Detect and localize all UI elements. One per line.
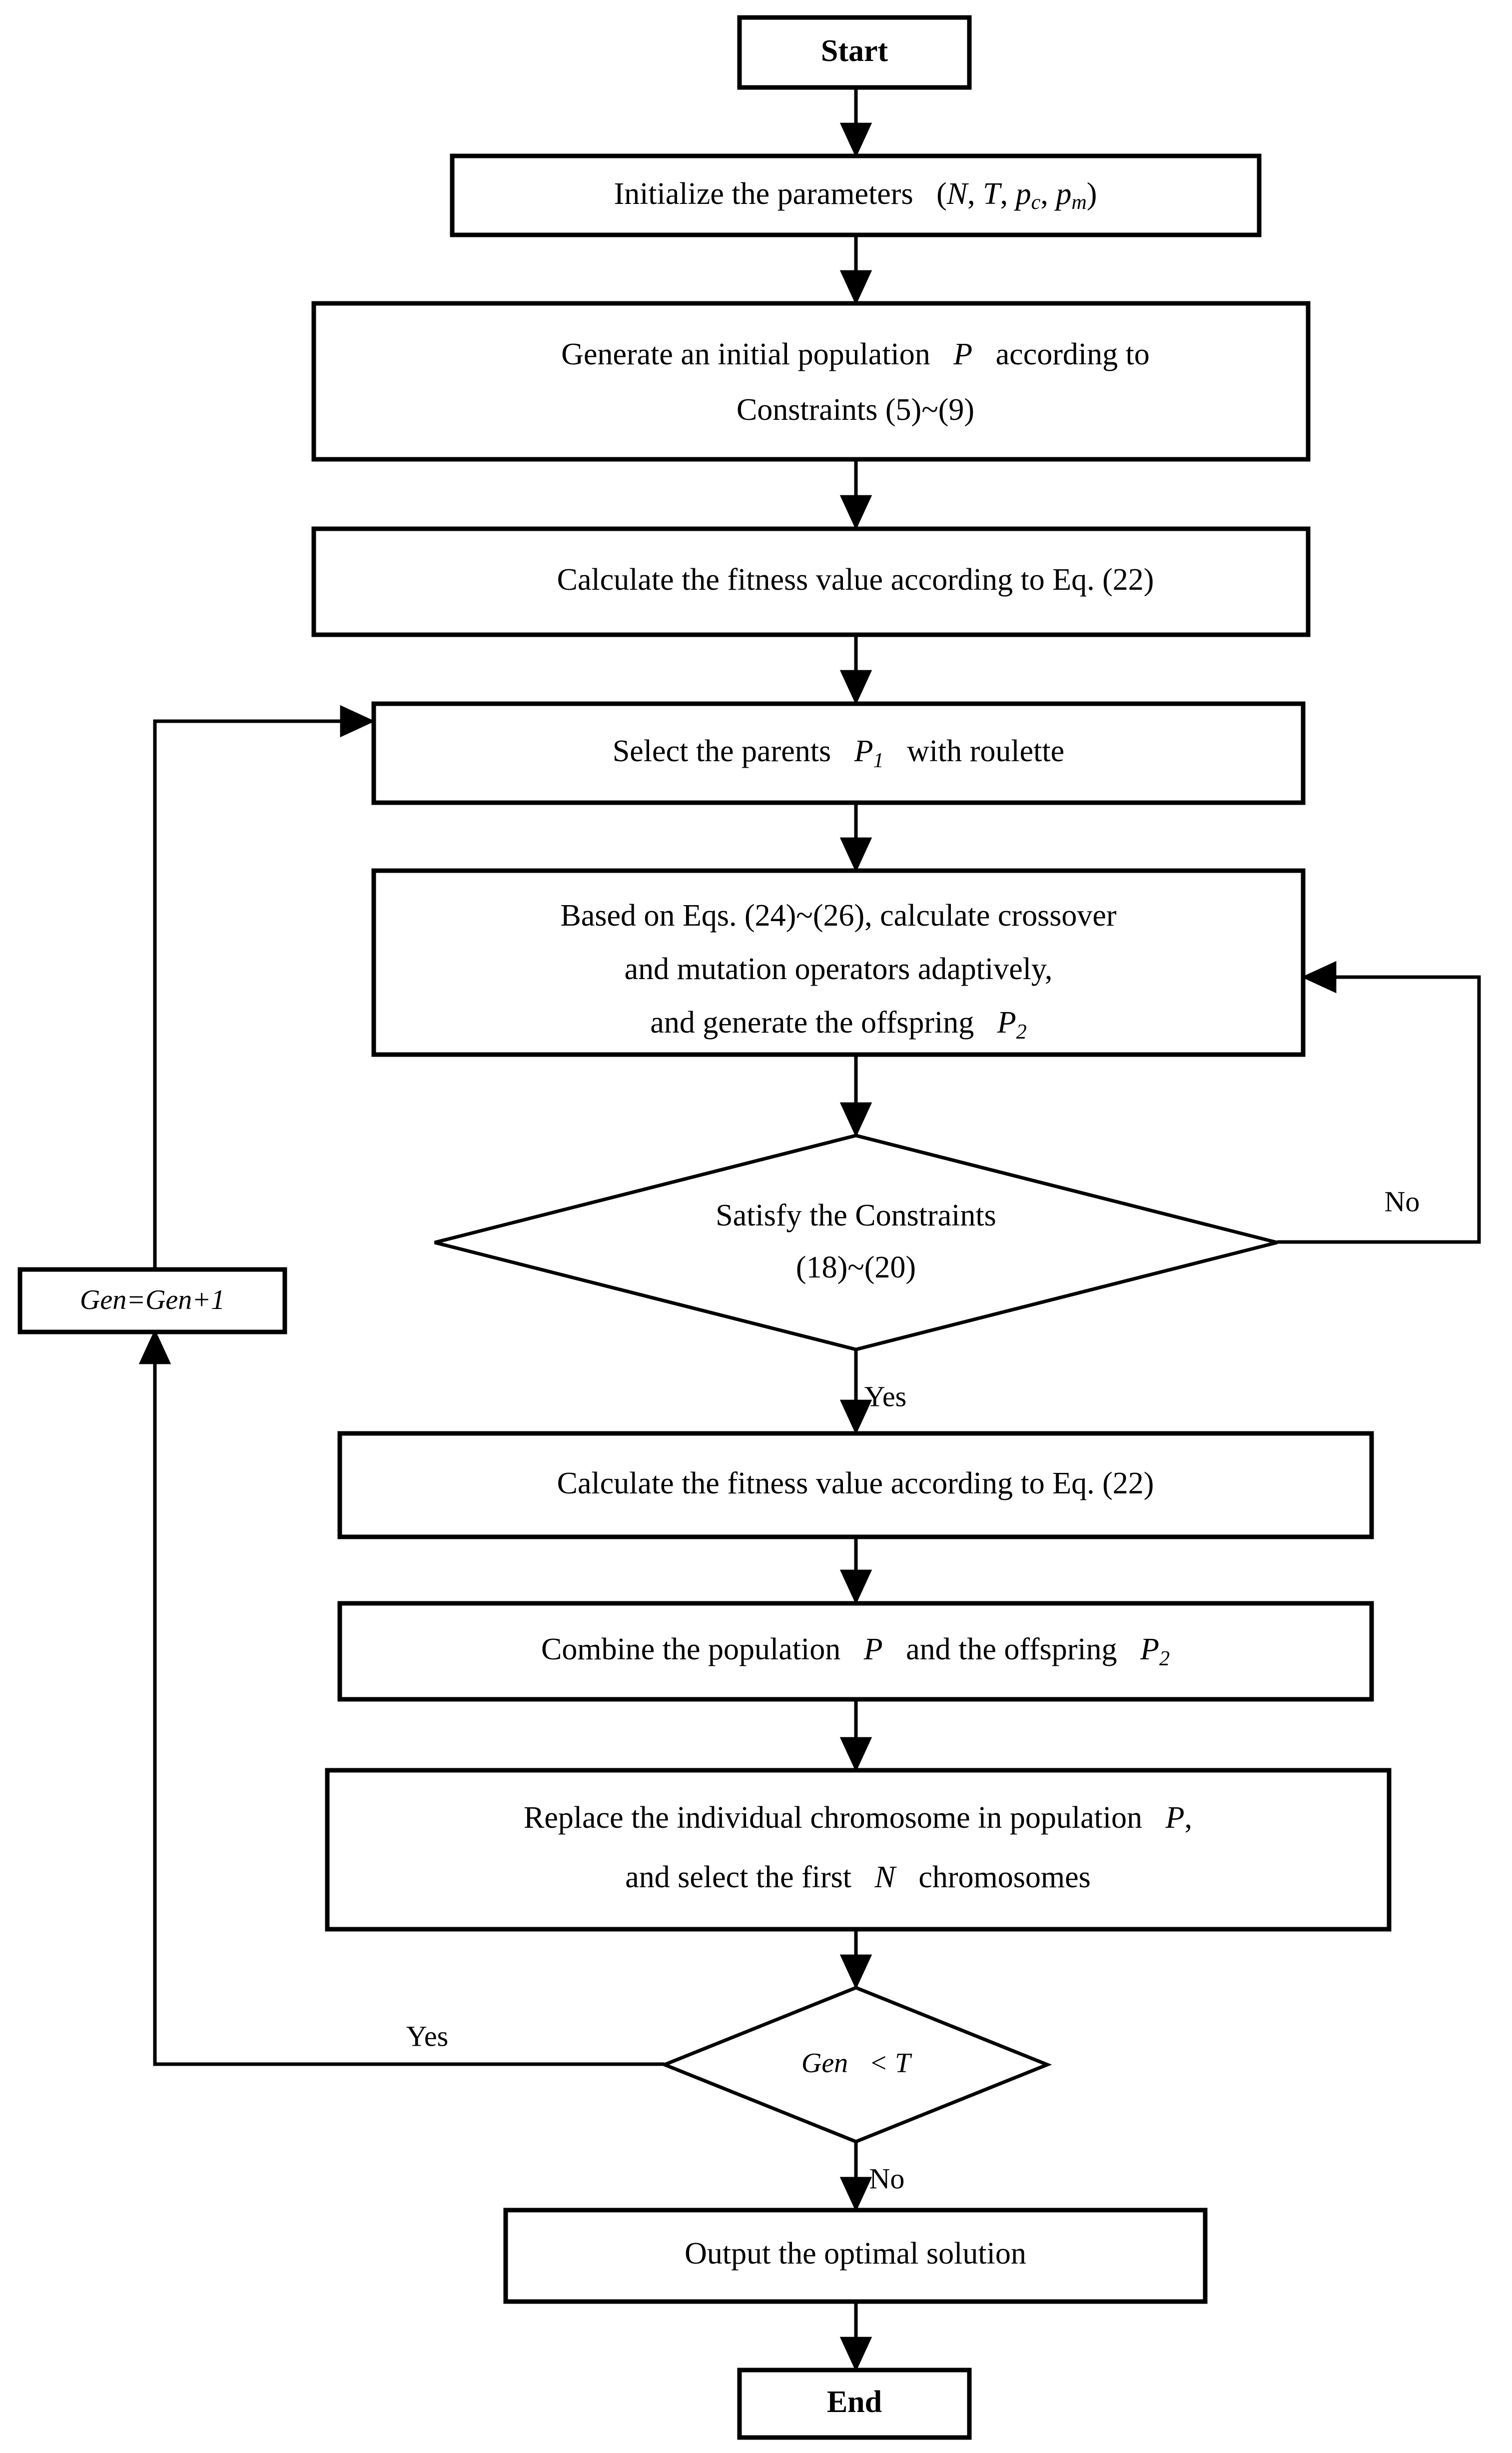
node-generate-text-a: Generate an initial population	[561, 337, 930, 371]
edge-label-constraints-no: No	[1385, 1185, 1420, 1218]
node-crossover-line1: Based on Eqs. (24)~(26), calculate cross…	[560, 899, 1116, 933]
edge-label-constraints-yes: Yes	[864, 1380, 906, 1412]
node-end[interactable]	[737, 2368, 972, 2440]
node-replace-line2: and select the first N chromosomes	[625, 1860, 1091, 1894]
node-gen-check-var2: T	[895, 2048, 912, 2079]
node-start[interactable]	[737, 15, 972, 90]
node-end-label: End	[827, 2385, 882, 2419]
node-generate-line1: Generate an initial population P accordi…	[561, 337, 1150, 371]
node-init-label: Initialize the parameters (N, T, pc, pm)	[614, 177, 1097, 213]
node-combine-label: Combine the population P and the offspri…	[541, 1632, 1170, 1670]
node-combine[interactable]	[337, 1601, 1374, 1702]
node-fitness1-label: Calculate the fitness value according to…	[557, 563, 1154, 597]
node-replace-text-a: Replace the individual chromosome in pop…	[524, 1801, 1142, 1835]
node-init-text: Initialize the parameters	[614, 177, 913, 211]
node-fitness2[interactable]	[337, 1431, 1374, 1539]
node-replace-line1: Replace the individual chromosome in pop…	[524, 1801, 1192, 1835]
node-select-label: Select the parents P1 with roulette	[613, 734, 1064, 772]
node-crossover-line2: and mutation operators adaptively,	[625, 952, 1053, 986]
node-select[interactable]	[371, 701, 1306, 805]
node-gen-increment-label: Gen=Gen+1	[80, 1284, 225, 1315]
node-fitness2-label: Calculate the fitness value according to…	[557, 1466, 1154, 1500]
node-select-text-a: Select the parents	[613, 734, 831, 768]
node-output-label: Output the optimal solution	[685, 2237, 1026, 2271]
edge-label-gen-yes: Yes	[406, 2020, 448, 2052]
node-replace-text-c: chromosomes	[918, 1860, 1090, 1894]
node-combine-text-a: Combine the population	[541, 1632, 840, 1666]
node-combine-text-b: and the offspring	[906, 1632, 1117, 1666]
node-gen-check-op: <	[869, 2048, 888, 2079]
node-generate-text-b: according to	[996, 337, 1150, 371]
node-gen-increment[interactable]	[17, 1267, 287, 1334]
node-crossover[interactable]	[371, 868, 1306, 1057]
node-replace[interactable]	[325, 1768, 1392, 1932]
edge-label-gen-no: No	[869, 2162, 905, 2195]
node-fitness1[interactable]	[311, 526, 1311, 637]
node-gen-check-label: Gen < T	[801, 2048, 912, 2079]
node-constraints-check[interactable]	[434, 1134, 1278, 1351]
edge-genincrement-to-select	[153, 705, 375, 1269]
node-generate-line2: Constraints (5)~(9)	[737, 393, 974, 427]
node-constraints-line2: (18)~(20)	[796, 1250, 916, 1284]
node-start-label: Start	[821, 34, 888, 68]
edge-gencheck-yes-to-genincrement	[138, 1329, 665, 2066]
node-generate[interactable]	[311, 301, 1311, 462]
node-constraints-line1: Satisfy the Constraints	[716, 1199, 996, 1232]
node-gen-check[interactable]	[660, 1986, 1052, 2144]
node-replace-text-b: and select the first	[625, 1860, 851, 1894]
node-crossover-text-a: and generate the offspring	[650, 1006, 974, 1040]
node-output[interactable]	[503, 2208, 1208, 2304]
node-select-text-b: with roulette	[907, 734, 1064, 768]
node-crossover-line3: and generate the offspring P2	[650, 1006, 1026, 1043]
node-init[interactable]	[450, 153, 1262, 237]
node-gen-check-var: Gen	[801, 2048, 848, 2079]
edge-constraints-no-loop	[1277, 961, 1481, 1244]
